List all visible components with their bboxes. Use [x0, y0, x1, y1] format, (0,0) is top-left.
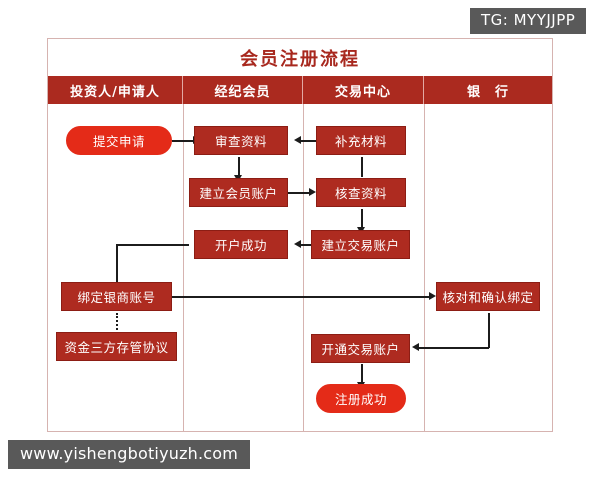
page-title: 会员注册流程	[240, 48, 360, 70]
node-account-opened[interactable]: 开户成功	[194, 230, 288, 259]
edge-opensuccess-bindbank-v	[116, 244, 118, 284]
corner-tag-overlay: TG: MYYJJPP	[470, 8, 587, 34]
lane-divider-1	[183, 104, 184, 432]
node-create-trading-account[interactable]: 建立交易账户	[311, 230, 410, 259]
lane-header-broker: 经纪会员	[183, 76, 303, 104]
lane-divider-3	[424, 104, 425, 432]
edge-supplement-verifydocs	[361, 157, 363, 177]
edge-review-createmember	[238, 157, 240, 177]
edge-createmember-verifydocs	[288, 192, 310, 194]
edge-confirmbind-enabletrade-h	[418, 347, 489, 349]
edge-supplement-review-arrow	[294, 136, 301, 144]
edge-submit-review	[172, 140, 194, 142]
node-enable-trading-account[interactable]: 开通交易账户	[311, 334, 410, 363]
lane-header-bank: 银 行	[466, 84, 509, 100]
edge-opensuccess-bindbank-h	[116, 244, 189, 246]
edge-confirmbind-enabletrade-v	[488, 313, 490, 348]
node-supplement-materials[interactable]: 补充材料	[316, 126, 406, 155]
node-review-documents[interactable]: 审查资料	[194, 126, 288, 155]
node-third-party-custody-agreement[interactable]: 资金三方存管协议	[56, 332, 177, 361]
edge-bindbank-confirmbind	[172, 296, 430, 298]
edge-createtrade-opensuccess-arrow	[294, 240, 301, 248]
lane-divider-2	[303, 104, 304, 432]
node-verify-documents[interactable]: 核查资料	[316, 178, 406, 207]
flowchart-frame: 会员注册流程 投资人/申请人 经纪会员 交易中心 银 行	[47, 38, 553, 432]
edge-bindbank-custody-dotted	[116, 313, 118, 334]
node-confirm-binding[interactable]: 核对和确认绑定	[436, 282, 540, 311]
edge-createmember-verifydocs-arrow	[309, 188, 316, 196]
node-registration-success[interactable]: 注册成功	[316, 384, 406, 413]
node-create-member-account[interactable]: 建立会员账户	[189, 178, 288, 207]
node-submit-application[interactable]: 提交申请	[66, 126, 172, 155]
site-watermark: www.yishengbotiyuzh.com	[8, 440, 251, 469]
edge-supplement-review	[300, 140, 324, 142]
lane-header-investor: 投资人/申请人	[48, 76, 183, 104]
edge-confirmbind-enabletrade-arrow	[412, 343, 419, 351]
flowchart-title-band: 会员注册流程	[48, 39, 552, 76]
node-bind-bank-account[interactable]: 绑定银商账号	[61, 282, 172, 311]
edge-bindbank-confirmbind-arrow	[429, 292, 436, 300]
edge-enabletrade-registered	[361, 364, 363, 384]
edge-verifydocs-createtrade	[361, 209, 363, 229]
lane-header-exchange: 交易中心	[303, 76, 424, 104]
lane-header-row: 投资人/申请人 经纪会员 交易中心 银 行	[48, 76, 552, 104]
